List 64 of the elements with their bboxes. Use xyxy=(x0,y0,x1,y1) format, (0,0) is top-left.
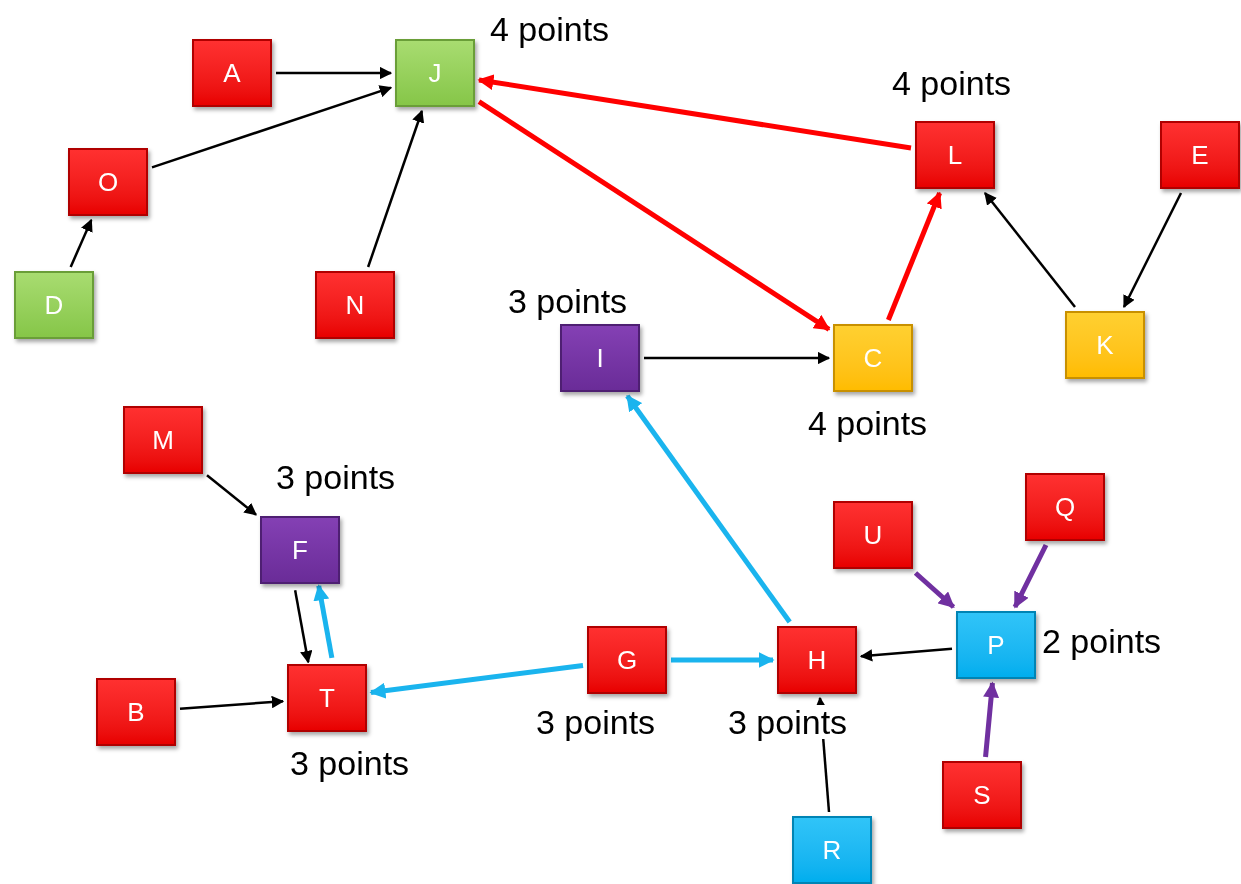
arrow xyxy=(983,681,1000,758)
arrow xyxy=(206,474,257,516)
arrow xyxy=(913,571,956,609)
arrow xyxy=(886,191,942,321)
node-letter: O xyxy=(97,169,119,195)
node-box xyxy=(14,271,94,339)
node-box xyxy=(68,148,148,216)
node-letter: R xyxy=(822,837,842,863)
node-letter: K xyxy=(1096,332,1114,358)
node-box xyxy=(123,406,203,474)
arrow xyxy=(625,394,792,624)
node-letter: D xyxy=(44,292,64,318)
node-box xyxy=(1065,311,1145,379)
node-letter: G xyxy=(616,647,638,673)
node-box xyxy=(833,324,913,392)
node-letter: J xyxy=(428,60,442,86)
node-box xyxy=(315,271,395,339)
node-box xyxy=(777,626,857,694)
node-letter: M xyxy=(152,427,174,453)
arrow xyxy=(369,663,584,699)
arrow xyxy=(366,109,425,268)
arrow xyxy=(984,192,1076,308)
node-letter: P xyxy=(987,632,1005,658)
arrow xyxy=(1122,192,1183,309)
node-letter: F xyxy=(292,537,308,563)
node-letter: C xyxy=(863,345,883,371)
arrow xyxy=(179,695,285,710)
points-label: 3 points xyxy=(728,705,848,739)
node-letter: Q xyxy=(1054,494,1076,520)
node-box xyxy=(260,516,340,584)
node-box xyxy=(1025,473,1105,541)
node-letter: A xyxy=(223,60,241,86)
node-box xyxy=(395,39,475,107)
arrow xyxy=(477,99,831,332)
node-box xyxy=(833,501,913,569)
arrow xyxy=(859,647,953,662)
node-box xyxy=(956,611,1036,679)
node-letter: U xyxy=(863,522,883,548)
node-box xyxy=(587,626,667,694)
node-box xyxy=(1160,121,1240,189)
arrow xyxy=(1012,543,1049,609)
node-letter: B xyxy=(127,699,145,725)
arrow xyxy=(293,589,313,664)
node-letter: H xyxy=(807,647,827,673)
node-letter: S xyxy=(973,782,991,808)
arrow xyxy=(69,218,93,268)
arrow xyxy=(671,652,775,668)
node-letter: L xyxy=(947,142,963,168)
node-letter: E xyxy=(1191,142,1209,168)
node-box xyxy=(560,324,640,392)
node-box xyxy=(287,664,367,732)
node-letter: I xyxy=(596,345,604,371)
node-box xyxy=(192,39,272,107)
node-letter: T xyxy=(319,685,335,711)
arrow xyxy=(151,85,393,169)
node-box xyxy=(792,816,872,884)
arrow xyxy=(477,74,912,151)
arrow xyxy=(313,584,335,659)
node-box xyxy=(915,121,995,189)
arrow xyxy=(644,351,831,365)
node-box xyxy=(96,678,176,746)
node-box xyxy=(942,761,1022,829)
arrow xyxy=(276,66,393,80)
node-letter: N xyxy=(345,292,365,318)
